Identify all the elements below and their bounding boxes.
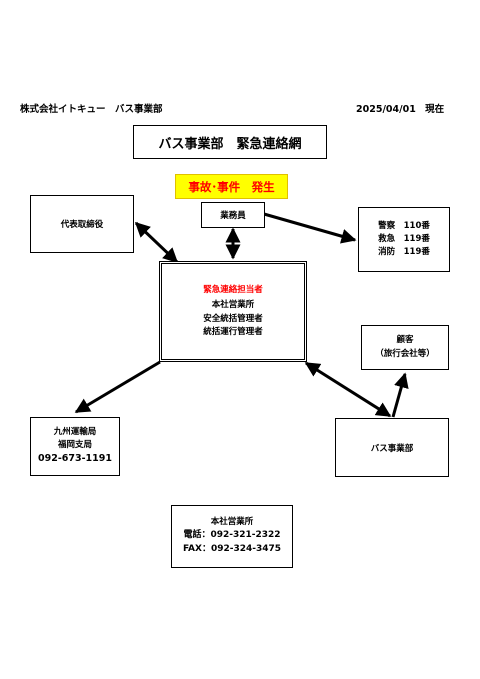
representative-label: 代表取締役: [60, 220, 104, 230]
incident-banner: 事故･事件 発生: [175, 174, 288, 199]
arrow-bus-customer: [391, 372, 409, 418]
coordinator-title: 緊急連絡担当者: [203, 285, 263, 296]
customer-label: 顧客: [396, 335, 414, 346]
node-bus-division: バス事業部: [335, 418, 449, 477]
header-date: 2025/04/01: [356, 104, 416, 115]
fire-number: 消防 119番: [378, 247, 430, 258]
police-number: 警察 110番: [378, 220, 430, 231]
header-date-group: 2025/04/01 現在: [356, 101, 444, 115]
arrow-representative-coordinator: [134, 221, 179, 264]
company-name: 株式会社イトキュー バス事業部: [20, 104, 163, 115]
diagram-title: バス事業部 緊急連絡網: [133, 125, 327, 159]
incident-banner-text: 事故･事件 発生: [188, 179, 275, 194]
bureau-branch: 福岡支局: [57, 440, 92, 451]
node-head-office: 本社営業所 電話：092-321-2322 FAX：092-324-3475: [171, 505, 293, 568]
coordinator-line: 本社営業所: [211, 300, 255, 311]
node-coordinator: 緊急連絡担当者 本社営業所 安全統括管理者 統括運行管理者: [159, 261, 307, 362]
bureau-name: 九州運輸局: [53, 426, 97, 437]
ambulance-number: 救急 119番: [378, 233, 430, 244]
customer-note: （旅行会社等）: [375, 348, 435, 359]
diagram-title-text: バス事業部 緊急連絡網: [158, 136, 302, 152]
coordinator-line: 統括運行管理者: [203, 326, 263, 337]
head-office-fax: FAX：092-324-3475: [182, 544, 282, 555]
arrow-staff-emergency: [263, 212, 357, 244]
header-date-suffix: 現在: [425, 104, 445, 115]
head-office-name: 本社営業所: [210, 516, 254, 527]
bureau-phone: 092-673-1191: [38, 453, 112, 465]
office-staff-label: 業務員: [220, 211, 246, 221]
node-representative: 代表取締役: [30, 195, 134, 253]
arrow-coordinator-bus: [304, 361, 392, 418]
coordinator-line: 安全統括管理者: [203, 313, 263, 324]
node-transport-bureau: 九州運輸局 福岡支局 092-673-1191: [30, 417, 120, 476]
node-emergency-services: 警察 110番 救急 119番 消防 119番: [358, 207, 450, 272]
bus-division-label: バス事業部: [370, 443, 414, 454]
arrow-coordinator-bureau: [74, 360, 161, 414]
head-office-phone: 電話：092-321-2322: [183, 530, 281, 541]
node-office-staff: 業務員: [201, 202, 265, 228]
node-customer: 顧客 （旅行会社等）: [361, 325, 449, 370]
